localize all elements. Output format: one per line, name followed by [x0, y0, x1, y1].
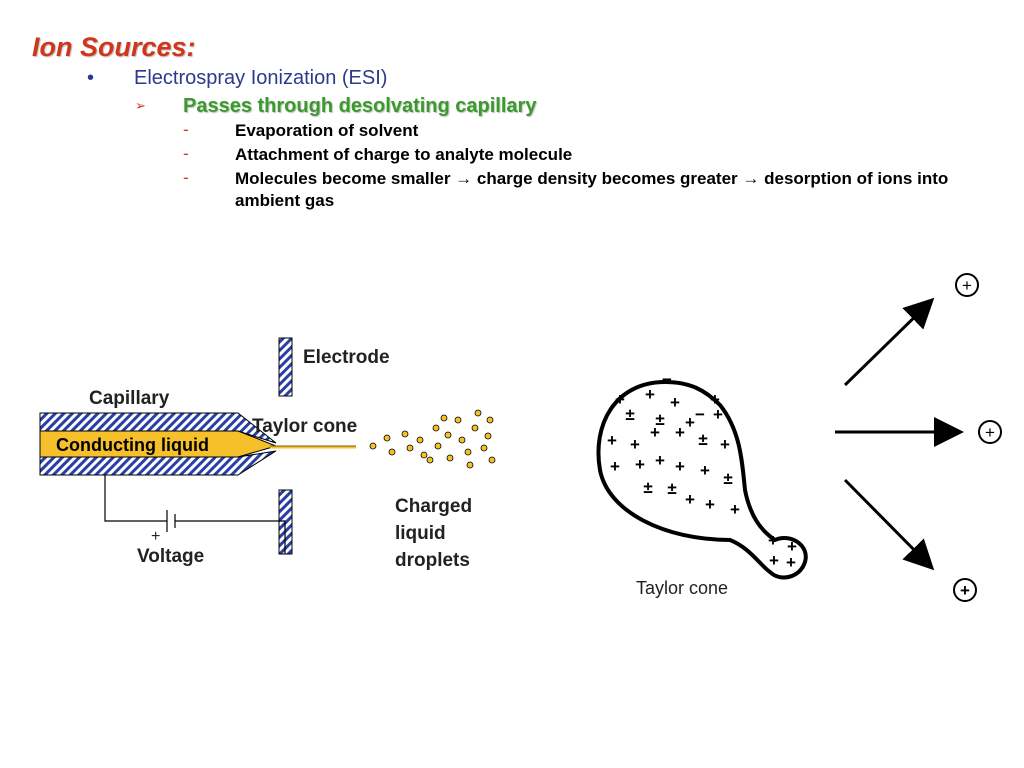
charge-mark: ±: [625, 405, 634, 424]
ion-middle-icon: [978, 420, 1002, 444]
bullet-desolvating-capillary: Passes through desolvating capillary: [183, 95, 537, 117]
droplet: [474, 409, 482, 417]
capillary-label: Capillary: [89, 388, 170, 409]
charged-droplets: [369, 409, 496, 469]
droplet: [388, 448, 396, 456]
arrow-up-right: [843, 297, 935, 387]
droplet: [480, 444, 488, 452]
droplet: [383, 434, 391, 442]
charge-mark: −: [662, 370, 672, 389]
droplet: [401, 430, 409, 438]
arrow-down-right: [843, 478, 935, 571]
droplet: [369, 442, 377, 450]
ion-cluster-plus: +: [960, 581, 970, 600]
droplets-label-3: droplets: [395, 550, 470, 571]
dash-bullet: -: [183, 168, 189, 187]
charge-mark: +: [650, 423, 660, 442]
droplet: [444, 431, 452, 439]
droplet-charges: −+++−+±±++++++±++++++±±±+++++++: [607, 370, 797, 572]
charge-mark: +: [630, 435, 640, 454]
charge-mark: +: [610, 457, 620, 476]
dash-bullet: -: [183, 120, 189, 139]
capillary: [39, 412, 356, 476]
bullet-dot: •: [87, 67, 95, 89]
charge-mark: ±: [643, 478, 652, 497]
droplet-body: [596, 379, 808, 580]
droplet: [426, 456, 434, 464]
droplet: [420, 451, 428, 459]
slide-title: Ion Sources:: [32, 32, 196, 62]
droplet: [416, 436, 424, 444]
droplet: [434, 442, 442, 450]
charge-mark: ±: [723, 469, 732, 488]
droplet: [488, 456, 496, 464]
ion-top-plus: +: [962, 276, 972, 295]
charge-mark: +: [645, 385, 655, 404]
taylor-cone-label: Taylor cone: [252, 416, 357, 437]
charge-mark: ±: [667, 479, 676, 498]
charge-mark: +: [675, 423, 685, 442]
electrode-label: Electrode: [303, 347, 390, 368]
charge-mark: +: [655, 451, 665, 470]
charge-mark: +: [710, 390, 720, 409]
charge-mark: +: [700, 461, 710, 480]
bullet-desorption: Molecules become smaller → charge densit…: [235, 169, 949, 210]
ion-top-icon: [955, 273, 979, 297]
voltage-circuit: [104, 475, 286, 554]
voltage-plus-label: +: [151, 528, 160, 545]
droplet: [446, 454, 454, 462]
droplets-label-2: liquid: [395, 523, 446, 544]
charge-mark: +: [730, 500, 740, 519]
conducting-liquid-label: Conducting liquid: [56, 435, 209, 455]
charge-mark: +: [675, 457, 685, 476]
ion-middle-plus: +: [985, 423, 995, 442]
voltage-label: Voltage: [137, 546, 204, 567]
charge-mark: −: [695, 405, 705, 424]
droplet: [484, 432, 492, 440]
conducting-liquid: [39, 430, 278, 458]
charge-mark: +: [685, 413, 695, 432]
droplet: [466, 461, 474, 469]
bullet-attachment: Attachment of charge to analyte molecule: [235, 145, 573, 164]
charge-mark: ±: [655, 410, 664, 429]
bullet-evaporation: Evaporation of solvent: [235, 121, 419, 140]
charge-mark: +: [786, 553, 796, 572]
droplet: [440, 414, 448, 422]
droplet: [406, 444, 414, 452]
droplet: [458, 436, 466, 444]
taylor-cone-label-right: Taylor cone: [636, 578, 728, 598]
arrow-bullet-icon: ➢: [135, 98, 146, 113]
charge-mark: +: [705, 495, 715, 514]
bullet-esi: Electrospray Ionization (ESI): [134, 67, 388, 89]
charge-mark: +: [720, 435, 730, 454]
droplet: [432, 424, 440, 432]
charge-mark: +: [768, 531, 778, 550]
charge-mark: +: [635, 455, 645, 474]
charge-mark: +: [787, 537, 797, 556]
charge-mark: +: [615, 390, 625, 409]
droplets-label-1: Charged: [395, 496, 472, 517]
charge-mark: +: [607, 431, 617, 450]
droplet: [454, 416, 462, 424]
droplet: [471, 424, 479, 432]
ion-cluster-icon: [953, 578, 977, 602]
charge-mark: ±: [698, 430, 707, 449]
charge-mark: +: [713, 405, 723, 424]
dash-bullet: -: [183, 144, 189, 163]
charge-mark: +: [670, 393, 680, 412]
charge-mark: +: [769, 551, 779, 570]
droplet: [464, 448, 472, 456]
electrode-top: [278, 337, 293, 397]
droplet: [486, 416, 494, 424]
charge-mark: +: [685, 490, 695, 509]
